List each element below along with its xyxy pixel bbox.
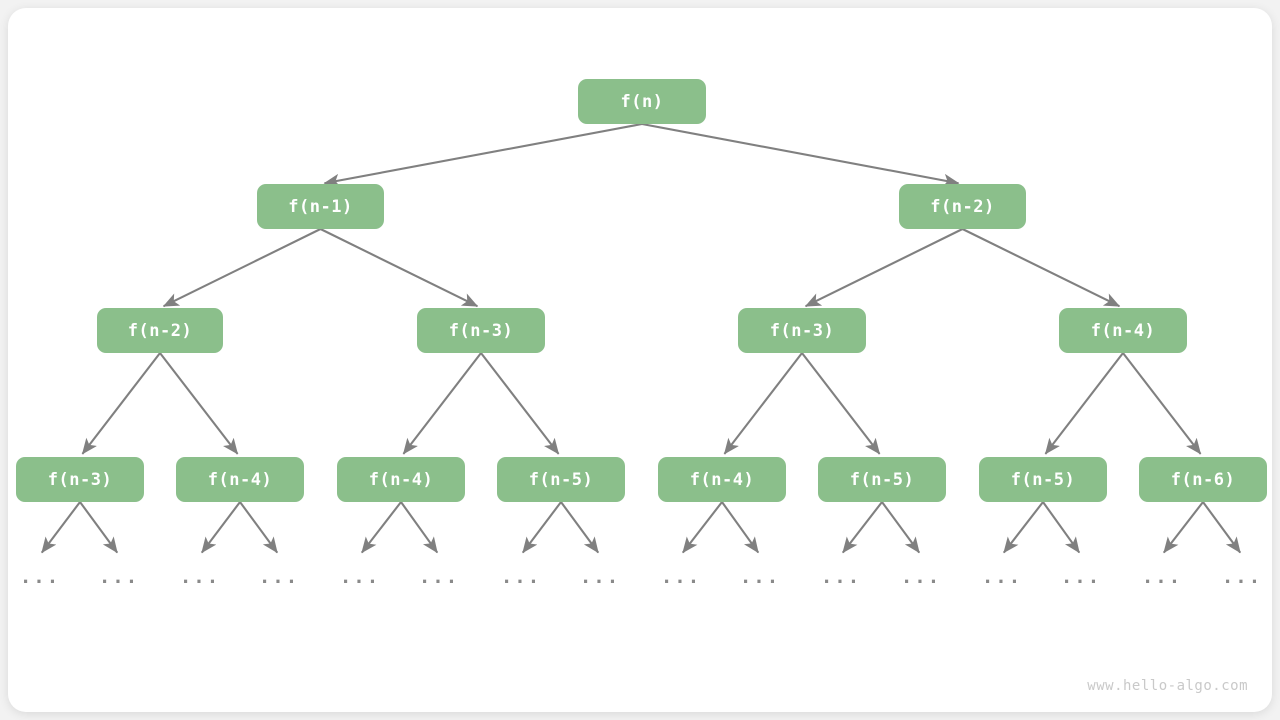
recursion-tree-canvas: f(n) f(n-1) f(n-2) f(n-2) f(n-3) f(n-3) f(n-4)…: [8, 8, 1272, 712]
tree-node: f(n-2): [899, 184, 1026, 229]
tree-edge: [641, 122, 960, 188]
leaf-edge: [842, 501, 883, 554]
leaf-edge: [1163, 501, 1204, 554]
leaf-edge: [239, 501, 279, 554]
leaf-edge: [560, 501, 600, 554]
tree-edge: [480, 352, 560, 455]
tree-node: f(n-4): [176, 457, 304, 502]
tree-node: f(n-5): [818, 457, 946, 502]
tree-edge: [320, 228, 479, 308]
ellipsis-label: ...: [98, 566, 140, 588]
tree-edge: [81, 352, 161, 455]
tree-edge: [801, 352, 881, 455]
tree-node: f(n-4): [1059, 308, 1187, 353]
leaf-edge: [40, 501, 81, 554]
tree-node: f(n-3): [738, 308, 866, 353]
leaf-edge: [1042, 501, 1081, 554]
tree-edge: [323, 122, 643, 188]
ellipsis-label: ...: [19, 566, 61, 588]
leaf-edge: [1202, 501, 1242, 554]
tree-node: f(n-3): [16, 457, 144, 502]
tree-node: f(n-2): [97, 308, 223, 353]
tree-node: f(n-4): [658, 457, 786, 502]
ellipsis-label: ...: [339, 566, 381, 588]
leaf-edge: [881, 501, 921, 554]
ellipsis-label: ...: [660, 566, 702, 588]
leaf-edge: [521, 501, 562, 554]
ellipsis-label: ...: [820, 566, 862, 588]
ellipsis-label: ...: [418, 566, 460, 588]
ellipsis-label: ...: [1141, 566, 1183, 588]
leaf-edge: [79, 501, 119, 554]
leaf-edge: [200, 501, 241, 554]
ellipsis-label: ...: [739, 566, 781, 588]
tree-node: f(n-3): [417, 308, 545, 353]
ellipsis-label: ...: [579, 566, 621, 588]
tree-edge: [723, 352, 803, 455]
ellipsis-label: ...: [900, 566, 942, 588]
diagram-card: f(n) f(n-1) f(n-2) f(n-2) f(n-3) f(n-3) f(n-4)…: [8, 8, 1272, 712]
tree-node: f(n-5): [497, 457, 625, 502]
tree-node: f(n-6): [1139, 457, 1267, 502]
tree-edge: [962, 228, 1121, 308]
ellipsis-label: ...: [179, 566, 221, 588]
leaf-edge: [682, 501, 723, 554]
watermark: www.hello-algo.com: [1087, 678, 1248, 694]
tree-edge: [159, 352, 239, 455]
leaf-edge: [400, 501, 439, 554]
leaf-edge: [1003, 501, 1044, 554]
ellipsis-label: ...: [981, 566, 1023, 588]
tree-edge: [162, 228, 321, 308]
tree-edge: [402, 352, 482, 455]
ellipsis-label: ...: [1221, 566, 1263, 588]
tree-edge: [1122, 352, 1202, 455]
ellipsis-label: ...: [258, 566, 300, 588]
tree-node: f(n-1): [257, 184, 384, 229]
ellipsis-label: ...: [500, 566, 542, 588]
tree-edge: [1044, 352, 1124, 455]
ellipsis-label: ...: [1060, 566, 1102, 588]
leaf-edge: [721, 501, 760, 554]
tree-edge: [804, 228, 963, 308]
tree-node: f(n-4): [337, 457, 465, 502]
tree-node: f(n): [578, 79, 706, 124]
tree-node: f(n-5): [979, 457, 1107, 502]
leaf-edge: [361, 501, 402, 554]
